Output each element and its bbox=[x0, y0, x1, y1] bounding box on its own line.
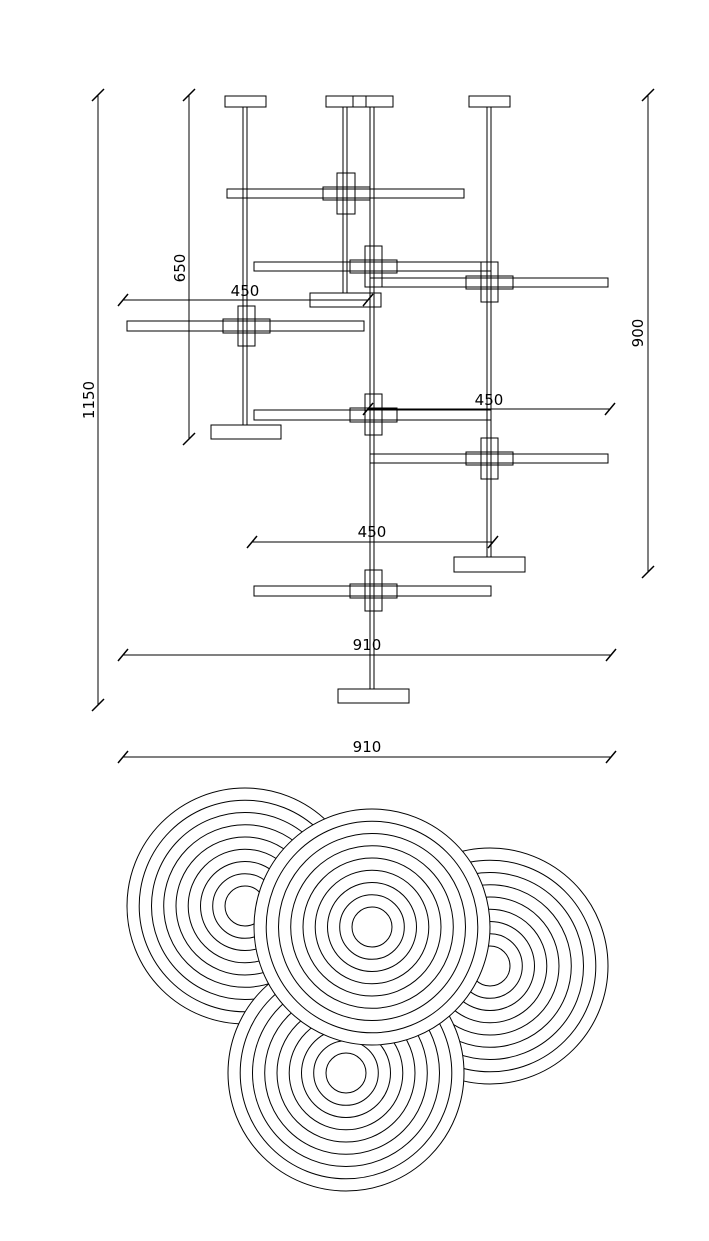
rod-right bbox=[486, 106, 492, 558]
dimension-label-910-plan: 910 bbox=[353, 738, 382, 756]
dimension-arm-right: 450 bbox=[362, 391, 616, 416]
canopy-right bbox=[468, 95, 511, 108]
light-arm-5 bbox=[253, 393, 492, 436]
light-arm-4 bbox=[126, 305, 365, 347]
elevation-view bbox=[126, 95, 609, 704]
disc-center bbox=[253, 808, 491, 1046]
light-arm-1 bbox=[226, 172, 465, 215]
dimension-arm-upper-left: 450 bbox=[117, 282, 374, 307]
rod-left bbox=[242, 106, 248, 426]
canopy-left bbox=[224, 95, 267, 108]
dimension-label-450-left: 450 bbox=[231, 282, 260, 300]
rod-center-long bbox=[369, 106, 375, 690]
light-arm-2 bbox=[253, 245, 492, 288]
dimension-plan-width: 910 bbox=[117, 738, 617, 764]
plan-view bbox=[126, 787, 609, 1192]
dimension-arm-lower: 450 bbox=[246, 523, 499, 549]
dimension-elevation-width: 910 bbox=[117, 636, 617, 662]
dimension-left-drop: 650 bbox=[171, 88, 196, 446]
light-arm-3 bbox=[369, 261, 609, 303]
endcap-right bbox=[453, 556, 526, 573]
endcap-left bbox=[210, 424, 282, 440]
dimension-label-1150: 1150 bbox=[80, 381, 98, 419]
canopy-center bbox=[325, 95, 394, 108]
dimension-right-drop: 900 bbox=[629, 88, 655, 579]
dimension-overall-height: 1150 bbox=[80, 88, 105, 712]
dimension-label-450-lower: 450 bbox=[358, 523, 387, 541]
canopy-center-inner bbox=[352, 95, 367, 108]
dimension-label-900: 900 bbox=[629, 319, 647, 348]
light-arm-7 bbox=[253, 569, 492, 612]
light-arm-6 bbox=[369, 437, 609, 480]
dimension-label-910-elevation: 910 bbox=[353, 636, 382, 654]
endcap-center-long bbox=[337, 688, 410, 704]
dimension-label-650: 650 bbox=[171, 254, 189, 283]
dimension-label-450-right: 450 bbox=[475, 391, 504, 409]
